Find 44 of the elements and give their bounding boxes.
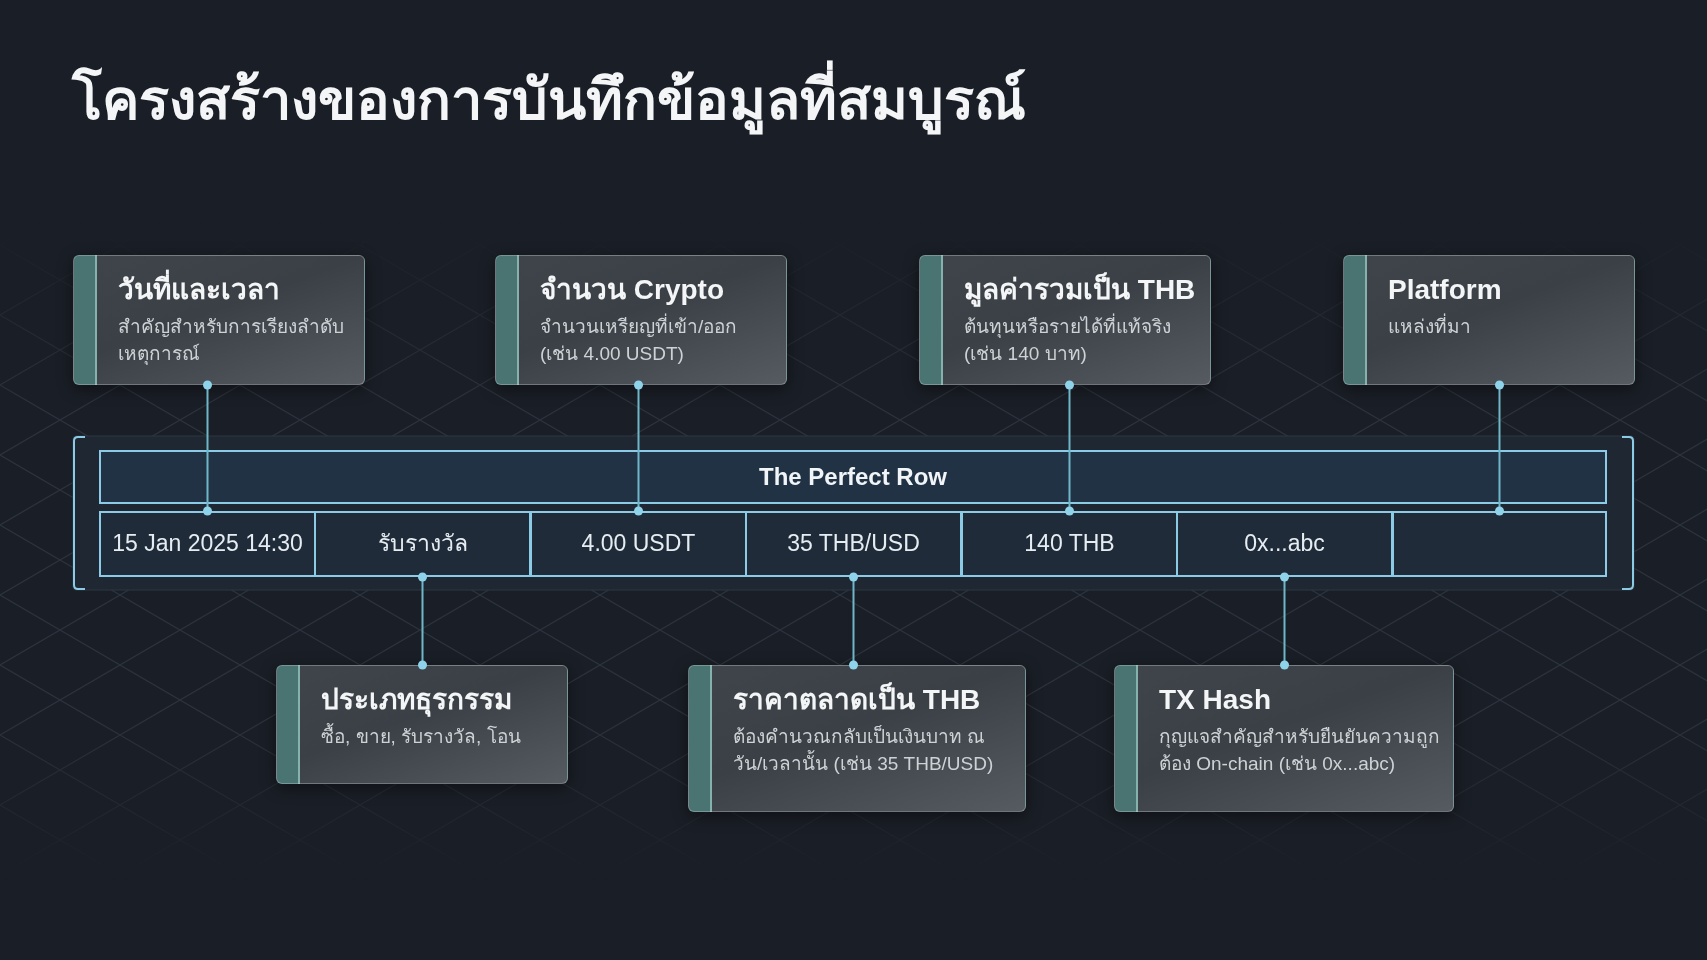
card-description: แหล่งที่มา: [1388, 312, 1472, 339]
leader-line: [418, 572, 427, 670]
cell-value: 15 Jan 2025 14:30: [112, 529, 303, 559]
table-cell: [1176, 511, 1393, 577]
card-heading: ประเภทธุรกรรม: [321, 683, 512, 719]
leader-line: [849, 572, 858, 670]
table-cell: [961, 511, 1178, 577]
table-cell: [314, 511, 531, 577]
table-cell: [745, 511, 962, 577]
card-heading: มูลค่ารวมเป็น THB: [964, 271, 1196, 309]
card-description: กุญแจสำคัญสำหรับยืนยันความถูกต้อง On-chain (เช่น 0x...abc): [1159, 724, 1441, 777]
info-card: [73, 255, 365, 385]
table-cell: [99, 511, 316, 577]
info-card: [495, 255, 787, 385]
info-card: [1343, 255, 1635, 385]
table-title: The Perfect Row: [758, 462, 947, 493]
cell-value: 140 THB: [1024, 529, 1115, 559]
card-heading: ราคาตลาดเป็น THB: [733, 681, 981, 717]
cell-value: 35 THB/USD: [787, 529, 920, 559]
card-heading: วันที่และเวลา: [118, 270, 280, 311]
leader-line: [634, 380, 643, 516]
card-heading: TX Hash: [1159, 683, 1272, 717]
table-cell: [1392, 511, 1607, 577]
info-card: [688, 665, 1026, 812]
leader-line: [1065, 380, 1074, 516]
cell-value: 4.00 USDT: [581, 529, 696, 559]
info-card: [276, 665, 568, 784]
page-title: โครงสร้างของการบันทึกข้อมูลที่สมบูรณ์: [72, 52, 1026, 148]
card-description: ต้องคำนวณกลับเป็นเงินบาท ณ วัน/เวลานั้น (เช่น 35 THB/USD): [733, 724, 995, 777]
card-heading: จำนวน Crypto: [540, 273, 724, 307]
card-heading: Platform: [1388, 273, 1502, 307]
leader-line: [203, 380, 212, 516]
card-description: จำนวนเหรียญที่เข้า/ออก (เช่น 4.00 USDT): [540, 312, 739, 367]
leader-line: [1280, 572, 1289, 670]
card-description: ต้นทุนหรือรายได้ที่แท้จริง (เช่น 140 บาท): [964, 312, 1172, 367]
table-header-band: [99, 450, 1607, 504]
cell-value: 0x...abc: [1244, 529, 1325, 559]
card-description: สำคัญสำหรับการเรียงลำดับเหตุการณ์: [118, 314, 345, 367]
table-cell: [530, 511, 747, 577]
leader-line: [1495, 380, 1504, 516]
cell-value: รับรางวัล: [377, 529, 468, 559]
info-card: [919, 255, 1211, 385]
info-card: [1114, 665, 1454, 812]
card-description: ซื้อ, ขาย, รับรางวัล, โอน: [321, 722, 522, 749]
